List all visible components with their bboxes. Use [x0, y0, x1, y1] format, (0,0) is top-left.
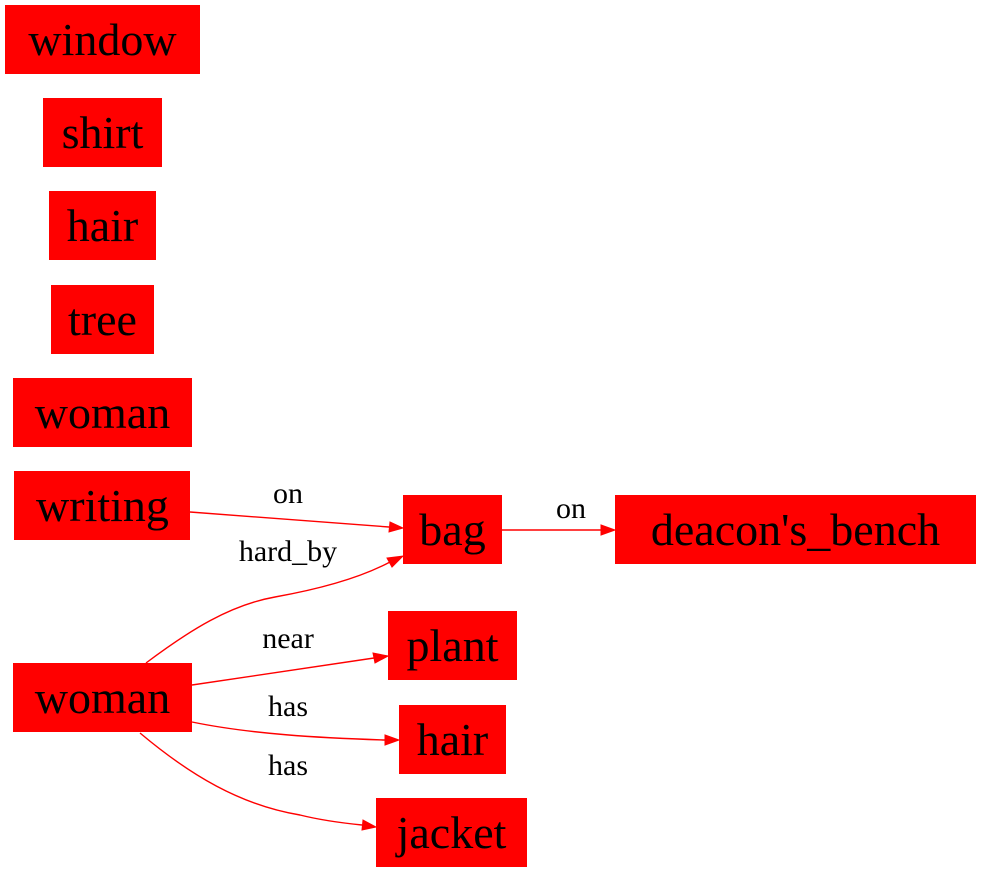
edge-woman-has-hair: has: [191, 690, 401, 746]
node-box: [399, 705, 506, 774]
node-hair: hair: [49, 191, 156, 260]
node-box: [5, 5, 200, 74]
edge-bag-on-bench: on: [502, 492, 617, 536]
edge-label: has: [268, 749, 308, 782]
edge-label: on: [273, 477, 303, 510]
edge-line: [145, 561, 391, 664]
node-plant: plant: [388, 611, 517, 680]
node-label: window: [28, 14, 177, 65]
node-box: [51, 285, 154, 354]
node-hair-2: hair: [399, 705, 506, 774]
edge-line: [139, 732, 363, 826]
edge-label: has: [268, 690, 308, 723]
edge-arrowhead: [372, 652, 390, 664]
edge-label: hard_by: [239, 535, 337, 568]
node-shirt: shirt: [43, 98, 162, 167]
edge-arrowhead: [361, 819, 378, 831]
node-label: tree: [68, 294, 137, 345]
node-woman: woman: [13, 378, 192, 447]
node-box: [13, 663, 192, 732]
node-box: [615, 495, 976, 564]
node-writing: writing: [14, 471, 190, 540]
node-label: plant: [407, 620, 499, 671]
node-box: [376, 798, 527, 867]
node-label: hair: [417, 714, 489, 765]
node-box: [388, 611, 517, 680]
node-jacket: jacket: [376, 798, 527, 867]
edge-line: [189, 511, 390, 528]
node-label: deacon's_bench: [651, 504, 940, 555]
edge-label: on: [556, 492, 586, 525]
node-box: [403, 495, 502, 564]
node-label: shirt: [62, 107, 144, 158]
edge-line: [191, 721, 386, 741]
edge-arrowhead: [386, 555, 405, 568]
edge-writing-on-bag: on: [189, 477, 405, 533]
node-window: window: [5, 5, 200, 74]
node-woman-2: woman: [13, 663, 192, 732]
node-deacons-bench: deacon's_bench: [615, 495, 976, 564]
edge-arrowhead: [384, 734, 401, 746]
node-tree: tree: [51, 285, 154, 354]
edge-line: [191, 657, 375, 686]
node-box: [49, 191, 156, 260]
node-box: [13, 378, 192, 447]
node-label: woman: [35, 387, 170, 438]
edge-woman-near-plant: near: [191, 622, 390, 686]
node-label: writing: [36, 480, 169, 531]
edge-arrowhead: [388, 521, 405, 533]
node-box: [43, 98, 162, 167]
edge-woman-has-jacket: has: [139, 732, 378, 831]
edge-woman-hard-by-bag: hard_by: [145, 535, 405, 664]
edge-label: near: [262, 622, 314, 655]
node-label: jacket: [395, 807, 507, 858]
node-bag: bag: [403, 495, 502, 564]
node-label: woman: [35, 672, 170, 723]
edge-arrowhead: [600, 524, 617, 536]
node-label: bag: [419, 504, 485, 555]
node-label: hair: [67, 200, 139, 251]
node-box: [14, 471, 190, 540]
